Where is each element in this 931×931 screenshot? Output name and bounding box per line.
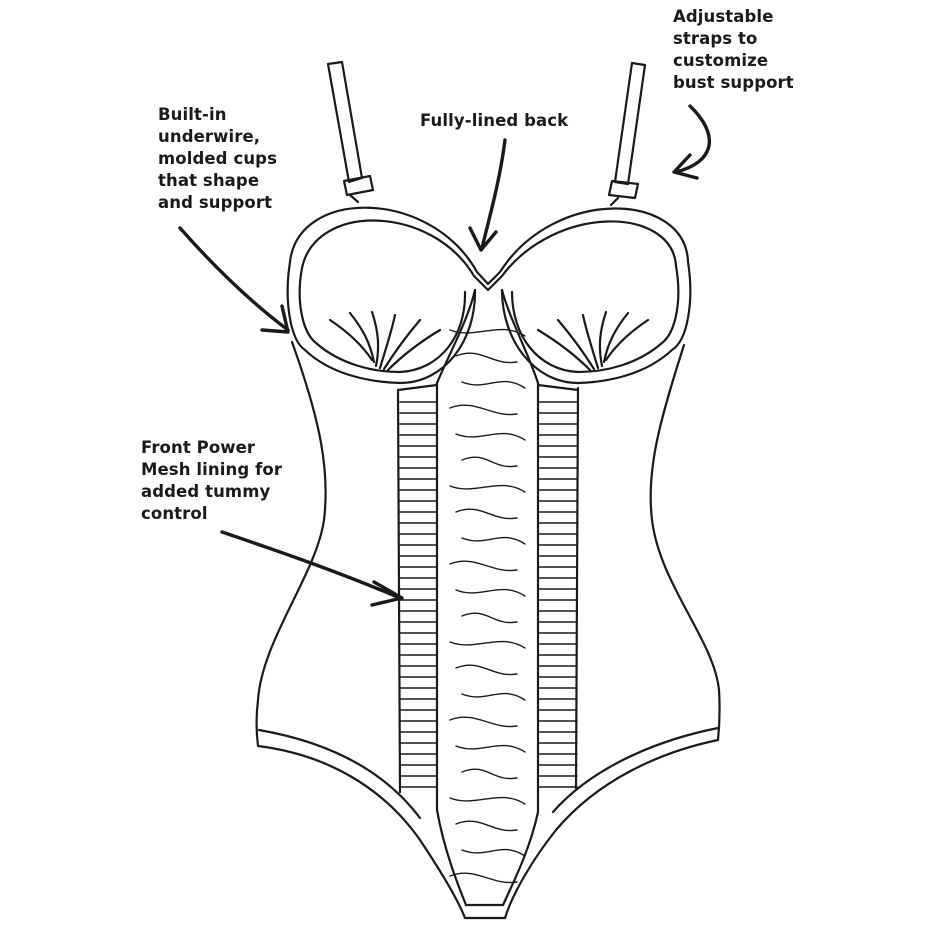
ruche-fold — [461, 692, 526, 701]
callout-line: that shape — [158, 171, 260, 190]
ruche-fold — [461, 848, 526, 857]
ruche-fold — [461, 768, 518, 780]
callout-line: added tummy — [141, 482, 271, 501]
body-outline — [255, 340, 721, 920]
ruche-fold — [449, 716, 518, 728]
ruche-fold — [455, 664, 518, 676]
ruche-fold — [455, 508, 518, 520]
arrow-mesh — [220, 530, 404, 607]
callout-underwire-cups: Built-in underwire, molded cups that sha… — [158, 104, 277, 214]
ruche-fold — [461, 612, 518, 624]
callout-line: customize — [673, 51, 769, 70]
left-mesh-band — [396, 381, 439, 812]
callout-fully-lined-back: Fully-lined back — [420, 110, 568, 132]
center-ruched-panel — [435, 288, 540, 907]
ruche-fold — [461, 456, 518, 468]
callout-line: Front Power — [141, 438, 256, 457]
leg-band-left — [257, 728, 422, 820]
leg-band-right — [551, 726, 720, 814]
arrow-underwire — [178, 226, 290, 334]
right-cup — [500, 260, 692, 385]
ruche-fold — [449, 484, 526, 493]
callout-line: molded cups — [158, 149, 278, 168]
arrow-straps — [672, 104, 712, 180]
ruche-fold — [461, 380, 526, 389]
ruche-fold — [455, 744, 526, 753]
callout-line: Built-in — [158, 105, 227, 124]
callout-line: Adjustable — [673, 7, 774, 26]
ruche-fold — [449, 560, 518, 572]
ruche-fold — [455, 588, 526, 597]
callout-line: Mesh lining for — [141, 460, 283, 479]
right-strap — [607, 61, 647, 207]
ruche-fold — [449, 640, 526, 649]
left-strap — [326, 60, 375, 204]
callout-line: straps to — [673, 29, 758, 48]
arrow-back — [468, 138, 507, 252]
ruche-fold — [461, 536, 526, 545]
ruche-fold — [455, 352, 518, 364]
callout-power-mesh-lining: Front Power Mesh lining for added tummy … — [141, 437, 282, 525]
ruche-fold — [455, 820, 518, 832]
ruche-fold — [449, 404, 518, 416]
callout-line: underwire, — [158, 127, 261, 146]
ruche-fold — [449, 872, 518, 884]
left-cup — [286, 260, 477, 385]
neckline-band — [288, 206, 690, 292]
ruche-fold — [455, 432, 526, 441]
callout-line: bust support — [673, 73, 794, 92]
callout-line: and support — [158, 193, 273, 212]
callout-adjustable-straps: Adjustable straps to customize bust supp… — [673, 6, 794, 94]
ruche-fold — [449, 796, 526, 805]
callout-line: control — [141, 504, 208, 523]
callout-line: Fully-lined back — [420, 111, 569, 130]
right-mesh-band — [536, 381, 580, 814]
ruche-fold — [449, 328, 526, 337]
